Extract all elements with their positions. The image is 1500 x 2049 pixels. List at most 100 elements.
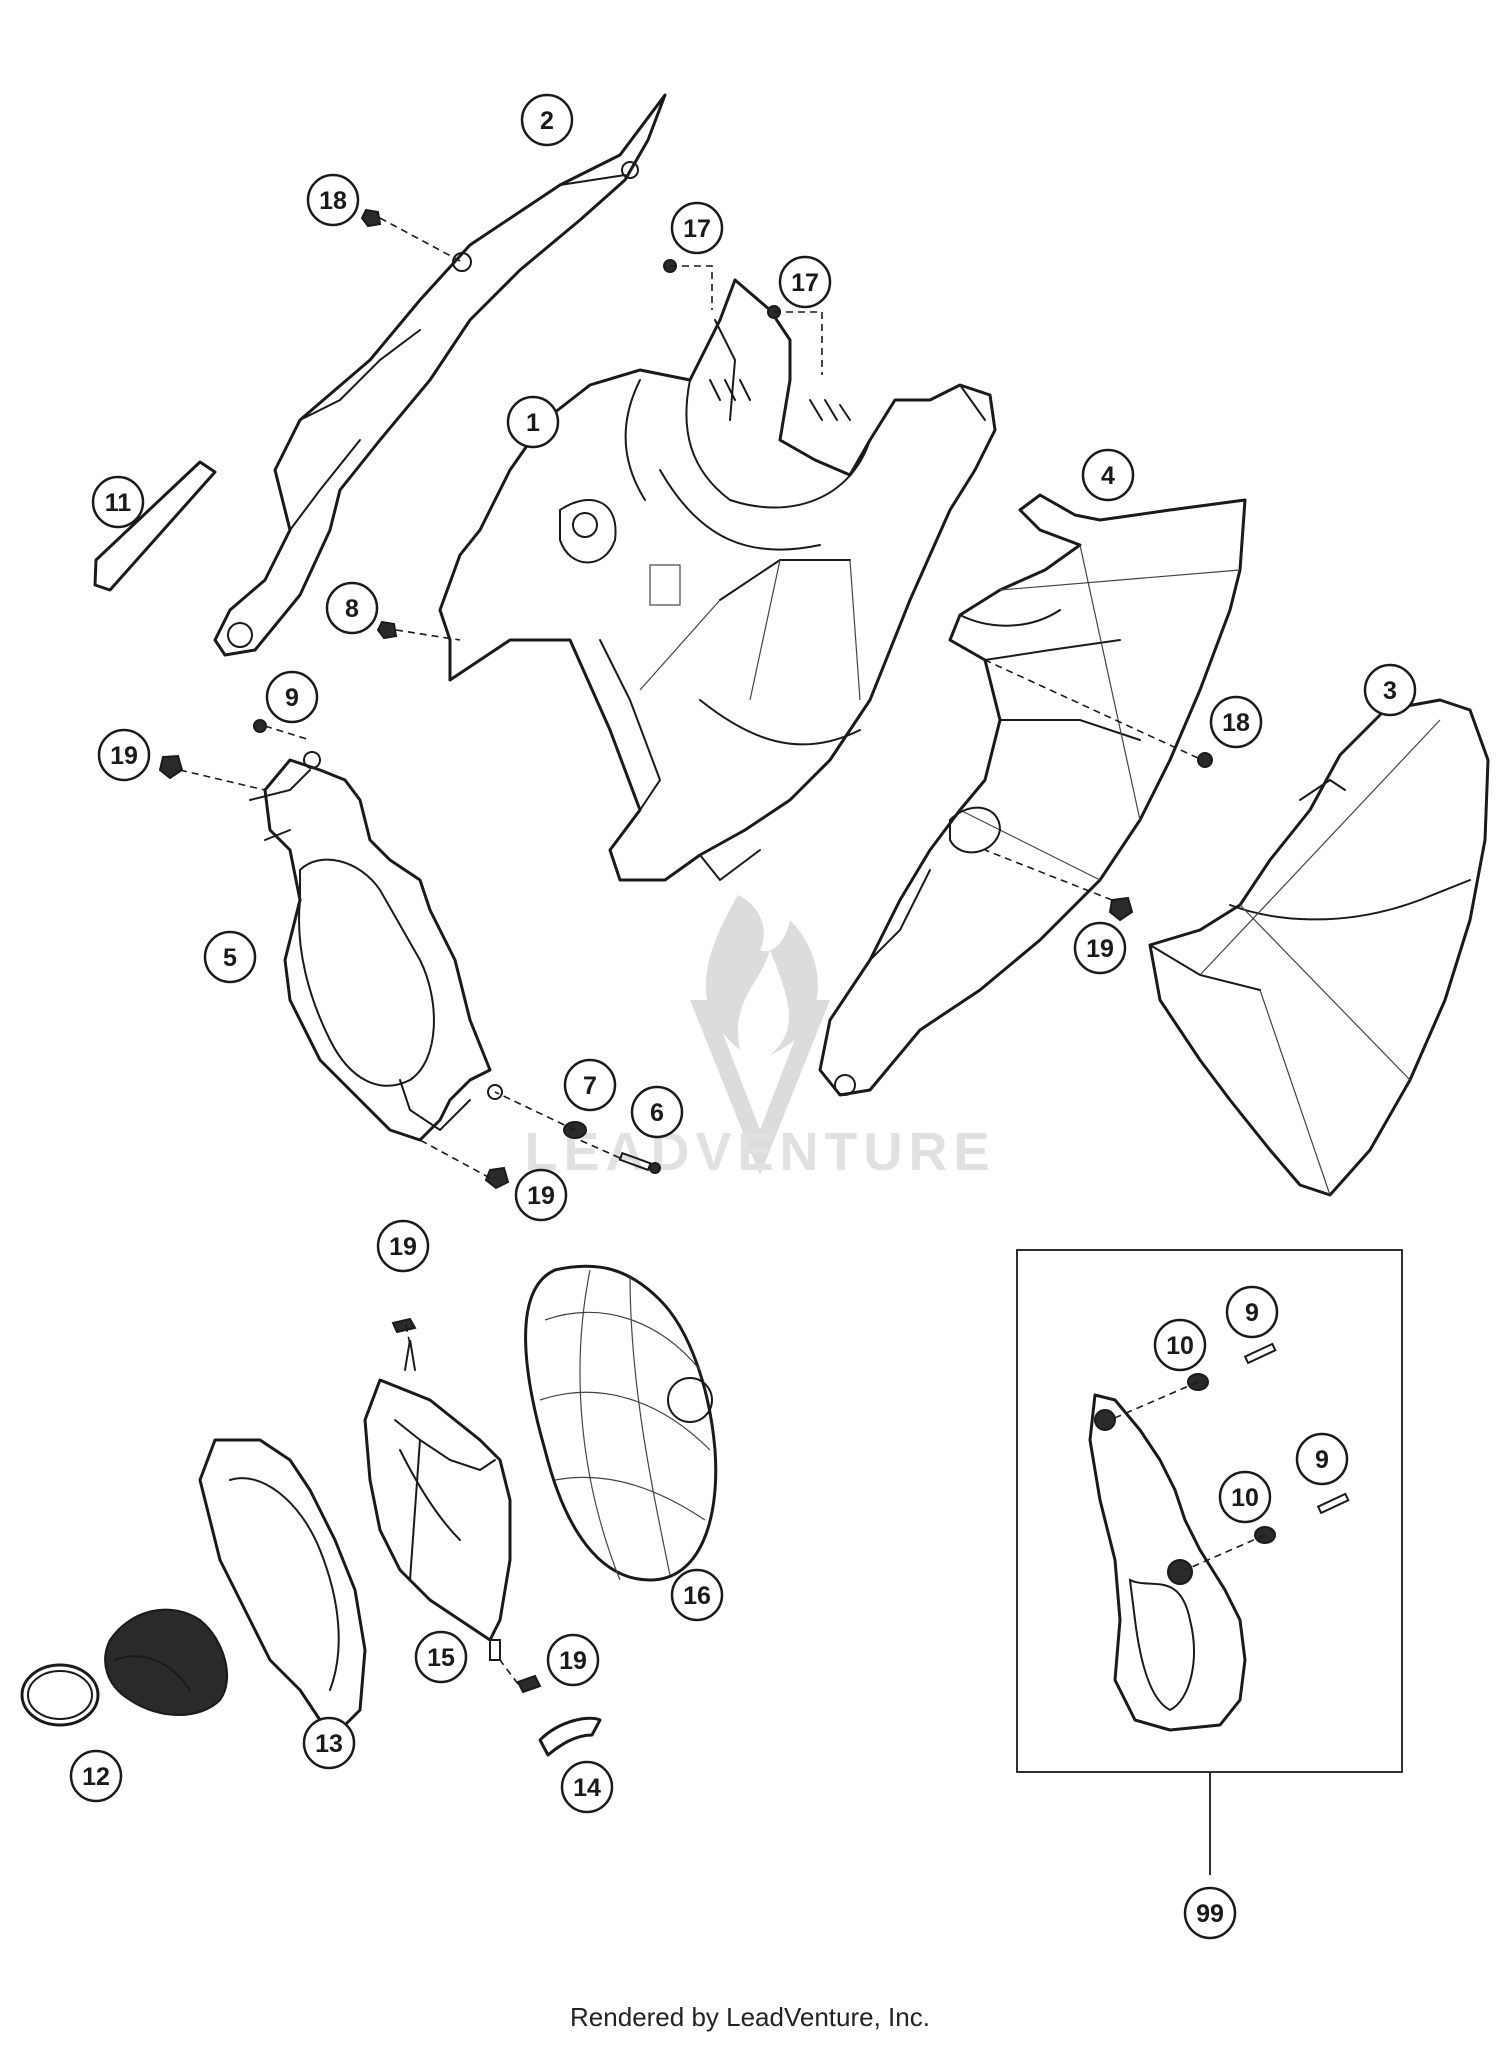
callout-label: 2 — [540, 107, 554, 135]
fastener-19-low — [484, 1166, 510, 1190]
part-13-intake-boot — [104, 1438, 367, 1732]
part-14-clip — [538, 1716, 602, 1757]
callout-label: 12 — [82, 1763, 110, 1791]
callout-label: 11 — [105, 489, 132, 517]
callout-label: 15 — [427, 1644, 455, 1672]
fastener-18-top — [360, 208, 382, 228]
callout-label: 9 — [1245, 1299, 1259, 1327]
callout-19-bot: 19 — [546, 1633, 600, 1687]
footer-credit: Rendered by LeadVenture, Inc. — [570, 2002, 930, 2032]
callout-16: 16 — [670, 1568, 724, 1622]
callout-circle — [302, 1716, 356, 1770]
callout-17-a: 17 — [670, 201, 724, 255]
callout-circle — [69, 1749, 123, 1803]
fastener-19-left — [158, 754, 184, 780]
part-2-side-strip — [213, 93, 667, 657]
callout-circle — [376, 1219, 430, 1273]
callout-label: 6 — [650, 1099, 664, 1127]
kit-99-box — [1016, 1249, 1403, 1875]
callout-circle — [265, 670, 319, 724]
watermark-text: LEADVENTURE — [524, 1122, 995, 1182]
fastener-19-mid — [1108, 896, 1134, 922]
callout-circle — [325, 581, 379, 635]
callout-circle — [203, 930, 257, 984]
callout-5: 5 — [203, 930, 257, 984]
callout-9-top: 9 — [265, 670, 319, 724]
part-4-side-panel — [818, 493, 1247, 1097]
part-12-clamp — [20, 1663, 100, 1727]
callout-label: 4 — [1101, 462, 1115, 490]
callout-13: 13 — [302, 1716, 356, 1770]
callout-circle — [306, 173, 360, 227]
callout-circle — [1081, 448, 1135, 502]
callout-circle — [506, 395, 560, 449]
fastener-9-top — [253, 719, 267, 733]
callout-label: 19 — [527, 1182, 555, 1210]
callout-19-clip: 19 — [376, 1219, 430, 1273]
callout-label: 17 — [683, 215, 711, 243]
callout-label: 9 — [1315, 1446, 1329, 1474]
callout-circle — [1073, 921, 1127, 975]
callout-label: 8 — [345, 595, 359, 623]
part-11-strip — [93, 460, 217, 592]
callout-99: 99 — [1183, 1886, 1237, 1940]
callout-circle — [97, 728, 151, 782]
callout-circle — [1153, 1318, 1207, 1372]
callout-label: 18 — [319, 187, 347, 215]
fastener-6 — [618, 1151, 661, 1174]
callout-6: 6 — [630, 1085, 684, 1139]
callout-9-b: 9 — [1295, 1432, 1349, 1486]
callout-label: 99 — [1196, 1900, 1224, 1928]
fastener-19-bot — [516, 1674, 542, 1694]
callout-circle — [1183, 1886, 1237, 1940]
callout-circle — [520, 93, 574, 147]
callout-9-a: 9 — [1225, 1285, 1279, 1339]
callout-label: 19 — [1086, 935, 1114, 963]
callout-label: 19 — [110, 742, 138, 770]
callout-circle — [1209, 695, 1263, 749]
callout-circle — [670, 201, 724, 255]
leadventure-watermark: LEADVENTURE — [524, 895, 995, 1182]
callout-circle — [91, 475, 145, 529]
callout-label: 5 — [223, 944, 237, 972]
callout-label: 7 — [583, 1072, 597, 1100]
callout-19-mid: 19 — [1073, 921, 1127, 975]
callout-circle — [560, 1760, 614, 1814]
callout-label: 3 — [1383, 677, 1397, 705]
callout-2: 2 — [520, 93, 574, 147]
callout-circle — [670, 1568, 724, 1622]
callout-19-low: 19 — [514, 1168, 568, 1222]
leader-lines — [179, 217, 1199, 1685]
callout-circle — [563, 1058, 617, 1112]
callout-label: 9 — [285, 684, 299, 712]
callout-17-b: 17 — [778, 255, 832, 309]
callout-19-left: 19 — [97, 728, 151, 782]
callout-12: 12 — [69, 1749, 123, 1803]
part-1-airbox-cover — [438, 278, 997, 882]
callout-circle — [1295, 1432, 1349, 1486]
callout-18-top: 18 — [306, 173, 360, 227]
callout-18-right: 18 — [1209, 695, 1263, 749]
callout-4: 4 — [1081, 448, 1135, 502]
callout-circle — [1363, 663, 1417, 717]
part-3-side-panel — [1148, 698, 1490, 1197]
callout-circle — [546, 1633, 600, 1687]
callout-label: 13 — [315, 1730, 343, 1758]
callout-circle — [514, 1168, 568, 1222]
callout-11: 11 — [91, 475, 145, 529]
part-5-airbox-frame — [249, 751, 503, 1142]
callout-10-b: 10 — [1218, 1470, 1272, 1524]
callout-14: 14 — [560, 1760, 614, 1814]
callout-label: 10 — [1231, 1484, 1259, 1512]
part-16-air-filter — [524, 1264, 718, 1582]
callout-label: 17 — [791, 269, 819, 297]
callout-label: 19 — [559, 1647, 587, 1675]
fastener-8 — [376, 620, 398, 640]
callout-1: 1 — [506, 395, 560, 449]
fastener-18-right — [1197, 752, 1213, 768]
callout-label: 19 — [389, 1233, 417, 1261]
callout-circle — [778, 255, 832, 309]
callout-label: 14 — [573, 1774, 601, 1802]
